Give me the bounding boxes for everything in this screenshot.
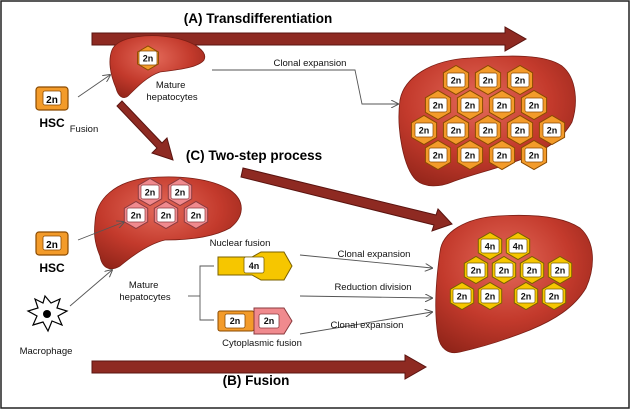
header-transdifferentiation: (A) Transdifferentiation: [184, 11, 333, 26]
cell-br-2-1: 2n: [477, 281, 503, 311]
mature-hepatocytes-top-label: Mature hepatocytes: [146, 80, 197, 103]
thin-connectors: [69, 69, 432, 335]
cell-br-0-1-ploidy: 4n: [513, 242, 524, 252]
hsc-ploidy-top: 2n: [46, 95, 58, 106]
arrow-fusion-diagonal: [116, 100, 174, 161]
cell-tr-3-3-ploidy: 2n: [529, 151, 540, 161]
cell-ml-1-1-ploidy: 2n: [161, 211, 172, 221]
cytoplasmic-fusion-label: Cytoplasmic fusion: [222, 338, 302, 349]
cell-br-2-0-ploidy: 2n: [457, 292, 468, 302]
cell-tr-2-2-ploidy: 2n: [483, 126, 494, 136]
cell-tr-2-3: 2n: [506, 114, 534, 146]
hsc-label-bottom: HSC: [39, 261, 65, 275]
nuclear-fusion-cell: [217, 251, 293, 281]
cell-tr-2-1: 2n: [442, 114, 470, 146]
cell-ml-1-0-ploidy: 2n: [131, 211, 142, 221]
cell-top-liver-ploidy: 2n: [143, 54, 154, 64]
cell-tr-3-1-ploidy: 2n: [465, 151, 476, 161]
cell-tr-3-2: 2n: [488, 139, 516, 171]
cell-tr-2-2: 2n: [474, 114, 502, 146]
cell-br-2-3: 2n: [541, 281, 567, 311]
cell-ml-0-0: 2n: [137, 177, 163, 207]
cell-tr-1-0: 2n: [424, 89, 452, 121]
cell-tr-0-2: 2n: [506, 64, 534, 96]
macrophage-label: Macrophage: [20, 346, 73, 357]
cell-tr-0-1-ploidy: 2n: [483, 76, 494, 86]
cell-br-2-3-ploidy: 2n: [549, 292, 560, 302]
cell-tr-2-4-ploidy: 2n: [547, 126, 558, 136]
cell-br-2-2-ploidy: 2n: [521, 292, 532, 302]
cytoplasmic-ploidy-left: 2n: [230, 316, 241, 326]
cell-tr-1-1: 2n: [456, 89, 484, 121]
cell-br-1-1-ploidy: 2n: [499, 266, 510, 276]
clonal-expansion-mid-label: Clonal expansion: [338, 249, 411, 260]
cell-tr-3-3: 2n: [520, 139, 548, 171]
cell-ml-1-2: 2n: [183, 200, 209, 230]
cell-br-1-1: 2n: [491, 255, 517, 285]
clonal-expansion-top-label: Clonal expansion: [274, 58, 347, 69]
cell-tr-2-0-ploidy: 2n: [419, 126, 430, 136]
cell-br-1-0: 2n: [463, 255, 489, 285]
cell-ml-0-0-ploidy: 2n: [145, 188, 156, 198]
cell-br-1-2-ploidy: 2n: [527, 266, 538, 276]
cell-tr-1-1-ploidy: 2n: [465, 101, 476, 111]
hsc-label-top: HSC: [39, 116, 65, 130]
cell-top-liver: 2n: [137, 45, 159, 71]
cytoplasmic-ploidy-right: 2n: [264, 316, 275, 326]
clonal-expansion-low-label: Clonal expansion: [331, 320, 404, 331]
cell-tr-3-1: 2n: [456, 139, 484, 171]
liver-bottom-right: [435, 214, 593, 354]
hsc-ploidy-bottom: 2n: [46, 240, 58, 251]
cell-tr-3-0: 2n: [424, 139, 452, 171]
cell-br-2-1-ploidy: 2n: [485, 292, 496, 302]
reduction-division-label: Reduction division: [334, 282, 411, 293]
cell-br-1-3-ploidy: 2n: [555, 266, 566, 276]
cell-tr-1-2: 2n: [488, 89, 516, 121]
cytoplasmic-fusion-cell: [217, 307, 293, 335]
liver-top-small: [109, 35, 206, 98]
hsc-nucleus-bottom: [42, 235, 62, 251]
cell-ml-1-0: 2n: [123, 200, 149, 230]
cell-tr-1-2-ploidy: 2n: [497, 101, 508, 111]
cell-br-0-0: 4n: [477, 231, 503, 261]
cell-ml-1-1: 2n: [153, 200, 179, 230]
arrow-b-fusion: [91, 354, 428, 380]
cell-tr-0-1: 2n: [474, 64, 502, 96]
cell-br-1-3: 2n: [547, 255, 573, 285]
cell-br-1-0-ploidy: 2n: [471, 266, 482, 276]
nuclear-fusion-label: Nuclear fusion: [210, 238, 271, 249]
cell-tr-3-0-ploidy: 2n: [433, 151, 444, 161]
cell-tr-2-1-ploidy: 2n: [451, 126, 462, 136]
cell-br-0-0-ploidy: 4n: [485, 242, 496, 252]
cell-tr-1-3-ploidy: 2n: [529, 101, 540, 111]
cell-tr-1-3: 2n: [520, 89, 548, 121]
cell-tr-1-0-ploidy: 2n: [433, 101, 444, 111]
header-two-step: (C) Two-step process: [186, 148, 322, 163]
cell-ml-1-2-ploidy: 2n: [191, 211, 202, 221]
mature-hepatocytes-mid-label: Mature hepatocytes: [119, 280, 170, 303]
cell-ml-0-1-ploidy: 2n: [175, 188, 186, 198]
cell-br-0-1: 4n: [505, 231, 531, 261]
cell-tr-0-0: 2n: [442, 64, 470, 96]
cell-tr-2-0: 2n: [410, 114, 438, 146]
cell-ml-0-1: 2n: [167, 177, 193, 207]
arrow-c-two-step: [240, 167, 453, 232]
nuclear-fusion-ploidy: 4n: [249, 261, 260, 271]
cell-tr-2-4: 2n: [538, 114, 566, 146]
cell-tr-0-2-ploidy: 2n: [515, 76, 526, 86]
hexagon-cells: 2n 2n 2n 2n 2n 2n 2n 2n 2n 2n 2n 2n 2n 2n 2n 2n 2n 2n 2n 2n…: [123, 45, 573, 311]
cell-tr-3-2-ploidy: 2n: [497, 151, 508, 161]
macrophage-icon: [26, 294, 69, 333]
hsc-nucleus-top: [42, 90, 62, 106]
cell-br-2-2: 2n: [513, 281, 539, 311]
cell-tr-2-3-ploidy: 2n: [515, 126, 526, 136]
header-fusion: (B) Fusion: [223, 373, 290, 388]
fusion-arrow-label: Fusion: [70, 124, 99, 135]
cell-br-1-2: 2n: [519, 255, 545, 285]
cell-br-2-0: 2n: [449, 281, 475, 311]
cell-tr-0-0-ploidy: 2n: [451, 76, 462, 86]
